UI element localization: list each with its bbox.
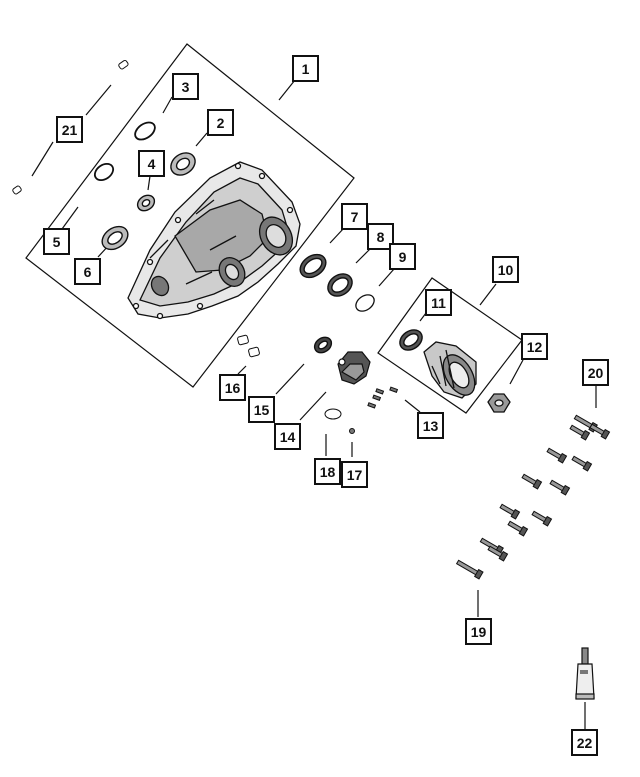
callout-2: 2 [207, 109, 234, 136]
dowel-pin-top [118, 59, 129, 70]
leader-15 [275, 363, 305, 395]
nut-12 [487, 393, 511, 413]
leader-2 [195, 132, 208, 147]
callout-6: 6 [74, 258, 101, 285]
bolt-set [455, 414, 611, 580]
callout-9: 9 [389, 243, 416, 270]
leader-8 [355, 248, 371, 264]
plug-16a [237, 334, 249, 346]
leader-21b [31, 141, 54, 177]
bearing-2 [170, 152, 196, 176]
callout-5: 5 [43, 228, 70, 255]
pump-assembly-14 [337, 351, 371, 385]
callout-16: 16 [219, 374, 246, 401]
case-group-frame [25, 43, 355, 388]
snap-ring-3 [134, 121, 156, 141]
leader-16 [237, 365, 247, 375]
callout-7: 7 [341, 203, 368, 230]
seal-8 [327, 273, 353, 297]
gasket-18 [324, 408, 342, 420]
o-ring-9 [355, 294, 375, 312]
sealant-tube-22 [575, 647, 595, 700]
bearing-4 [136, 194, 156, 212]
plug-16b [248, 346, 260, 358]
bearing-6 [101, 225, 129, 251]
leader-14 [299, 391, 327, 421]
callout-3: 3 [172, 73, 199, 100]
callout-1: 1 [292, 55, 319, 82]
callout-18: 18 [314, 458, 341, 485]
seal-15 [313, 336, 333, 354]
callout-12: 12 [521, 333, 548, 360]
callout-15: 15 [248, 396, 275, 423]
leader-10 [479, 283, 497, 306]
extension-housing [423, 341, 477, 399]
leader-5 [61, 206, 79, 230]
callout-10: 10 [492, 256, 519, 283]
leader-1 [278, 79, 296, 101]
seal-11 [399, 329, 423, 351]
leader-7 [329, 227, 345, 244]
screw-17 [349, 428, 355, 434]
callout-8: 8 [367, 223, 394, 250]
callout-21: 21 [56, 116, 83, 143]
dowel-pin-bottom [12, 185, 22, 195]
leader-21a [85, 84, 112, 116]
transfer-case-housing [127, 161, 301, 320]
leader-3 [162, 96, 173, 114]
seal-7 [299, 253, 327, 279]
callout-17: 17 [341, 461, 368, 488]
leader-13 [404, 399, 421, 413]
screws-13 [367, 386, 399, 409]
callout-4: 4 [138, 150, 165, 177]
callout-13: 13 [417, 412, 444, 439]
leader-12 [509, 359, 524, 385]
snap-ring-5 [93, 162, 115, 182]
callout-11: 11 [425, 289, 452, 316]
callout-19: 19 [465, 618, 492, 645]
callout-22: 22 [571, 729, 598, 756]
callout-20: 20 [582, 359, 609, 386]
callout-14: 14 [274, 423, 301, 450]
leader-9 [378, 268, 395, 287]
leader-4 [147, 175, 151, 191]
